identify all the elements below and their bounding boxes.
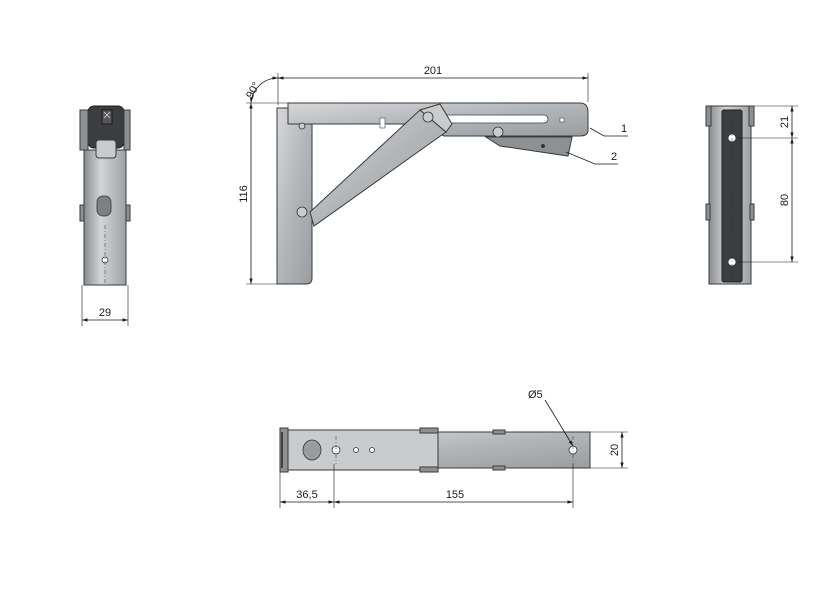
dimension-angle: 90° [244, 80, 263, 100]
dimension-29: 29 [99, 307, 111, 319]
dimension-21: 21 [779, 116, 791, 128]
front-view: 29 [79, 105, 131, 326]
dimension-20: 20 [609, 444, 621, 456]
callout-1: 1 [621, 123, 627, 135]
dimension-116: 116 [238, 185, 250, 203]
dimension-diameter: Ø5 [528, 389, 543, 401]
right-view: 21 80 [705, 105, 798, 285]
dimension-36-5: 36,5 [296, 489, 317, 501]
callout-2: 2 [611, 151, 617, 163]
bottom-view: Ø5 20 36,5 155 [279, 389, 628, 508]
dimension-80: 80 [779, 194, 791, 206]
side-view: 201 90° 116 1 2 [238, 65, 628, 285]
dimension-201: 201 [424, 65, 442, 77]
dimension-155: 155 [446, 489, 464, 501]
